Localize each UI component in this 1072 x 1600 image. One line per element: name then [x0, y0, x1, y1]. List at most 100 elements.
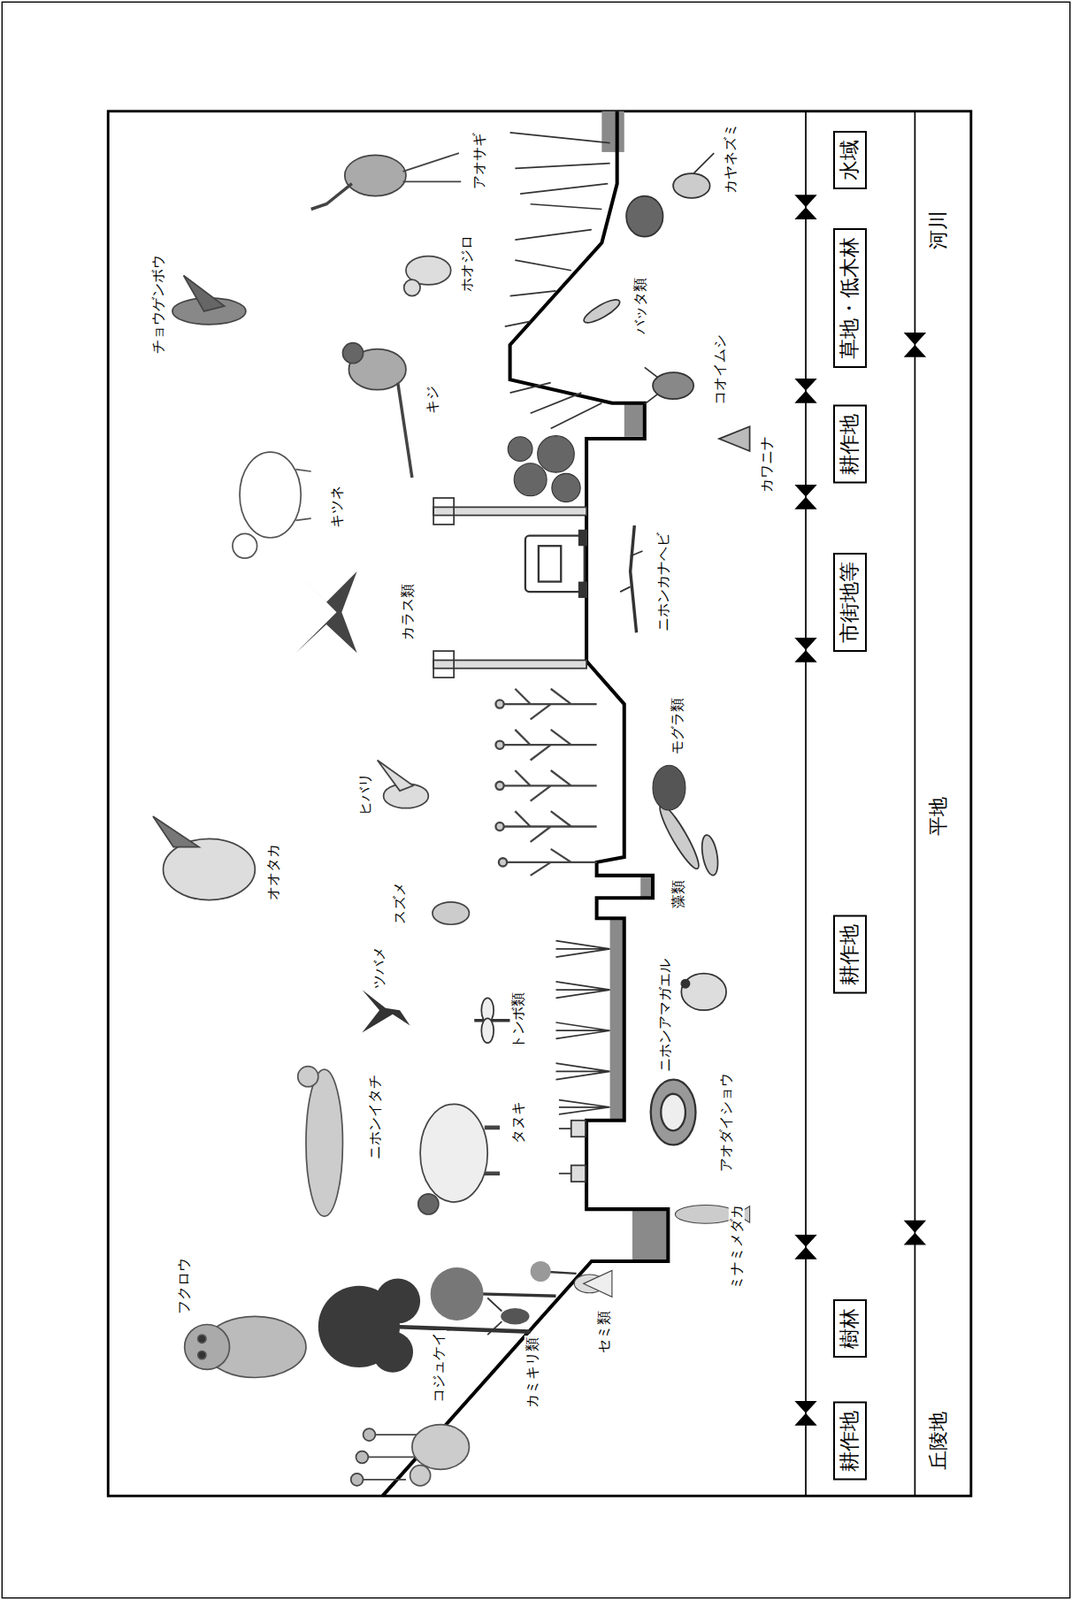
algae — [654, 801, 720, 877]
species-label: ニホンアマガエル — [657, 957, 674, 1074]
corn-field — [501, 770, 597, 802]
species-label: セミ類 — [595, 1309, 612, 1356]
shrubs — [507, 436, 533, 462]
ground-profile — [382, 111, 668, 1497]
quail — [410, 1465, 431, 1486]
range-marker — [903, 332, 927, 358]
crow — [295, 571, 357, 653]
species-label: ニホンイタチ — [367, 1072, 383, 1162]
zone-box: 耕作地 — [833, 1401, 867, 1481]
species-label: カミキリ類 — [524, 1335, 541, 1410]
utility-pole — [433, 506, 587, 515]
raccoon-dog — [420, 1103, 488, 1203]
crow — [295, 571, 357, 653]
species-label: ニホンカナヘビ — [654, 530, 671, 634]
species-label: ヒバリ — [357, 771, 374, 818]
harvest-mouse — [673, 173, 711, 199]
beetle — [500, 1308, 529, 1325]
fox — [239, 451, 301, 538]
range-line — [805, 111, 915, 1497]
water-bug — [652, 372, 694, 399]
tree-frog — [681, 973, 727, 1011]
medaka — [674, 1205, 736, 1225]
kestrel — [183, 275, 225, 311]
reeds — [505, 132, 611, 429]
algae — [699, 834, 721, 877]
dragonfly — [474, 997, 510, 1043]
quail — [410, 1424, 470, 1486]
quail — [412, 1424, 470, 1471]
owl — [198, 1350, 207, 1359]
species-label: ミナミメダカ — [727, 1202, 744, 1292]
heron — [311, 183, 353, 210]
species-label: 藻類 — [670, 878, 687, 911]
grasshopper — [581, 295, 623, 327]
raccoon-dog — [418, 1103, 500, 1215]
tree-frog — [681, 980, 690, 988]
tree-frog — [681, 973, 727, 1011]
raccoon-dog — [418, 1194, 439, 1215]
potted-plants — [558, 1172, 572, 1175]
sparrow — [432, 902, 470, 925]
species-label: アオダイショウ — [718, 1071, 735, 1174]
range-line — [914, 111, 917, 1497]
corn-field — [501, 689, 597, 720]
grasshopper — [581, 295, 623, 327]
harvest-mouse — [626, 196, 664, 238]
pheasant — [398, 382, 413, 478]
trees — [530, 1261, 552, 1282]
shrubs — [551, 473, 581, 502]
species-label: バッタ類 — [632, 275, 649, 337]
range-marker — [794, 637, 817, 663]
species-label: タヌキ — [510, 1099, 527, 1146]
mole — [652, 765, 686, 811]
corn-field — [495, 689, 597, 876]
swallow — [361, 989, 410, 1033]
shrubs — [537, 436, 575, 474]
zone-label: 水域 — [837, 139, 863, 181]
species-label: アオサギ — [471, 130, 488, 192]
corn-field — [495, 699, 504, 708]
species-label: カワニナ — [758, 434, 775, 495]
zone-label: 樹林 — [837, 1308, 863, 1349]
zone-box: 市街地等 — [833, 552, 867, 652]
potted-plants — [571, 1120, 586, 1137]
ground-profile — [382, 111, 668, 1497]
raccoon-dog — [484, 1127, 500, 1174]
species-label: ホオジロ — [459, 233, 475, 294]
zone-label: 耕作地 — [837, 1410, 863, 1472]
reeds — [505, 260, 603, 429]
species-label: コジュケイ — [430, 1330, 447, 1405]
species-label: スズメ — [391, 880, 408, 927]
car — [525, 530, 587, 598]
owl — [184, 1316, 307, 1378]
zone-box: 水域 — [833, 130, 867, 190]
species-label: キツネ — [328, 483, 345, 530]
fox — [295, 469, 311, 521]
potted-plants — [558, 1120, 586, 1182]
zone-label: 草地・低木林 — [837, 237, 863, 360]
species-label: コオイムシ — [712, 332, 728, 407]
rice-plants — [558, 1100, 611, 1115]
range-marker — [794, 1401, 817, 1426]
swallow — [361, 989, 410, 1033]
harvest-mouse — [626, 153, 714, 238]
weasel — [298, 1066, 319, 1088]
zone-box: 耕作地 — [833, 404, 867, 483]
car — [525, 536, 585, 592]
heron — [311, 153, 462, 209]
snail — [719, 426, 751, 452]
beetle — [487, 1298, 529, 1336]
utility-pole — [433, 497, 454, 525]
zone-box: 草地・低木林 — [833, 228, 867, 368]
lizard — [620, 525, 643, 633]
species-label: カラス類 — [399, 581, 416, 643]
zone-label: 市街地等 — [837, 561, 863, 644]
range-marker — [903, 1220, 927, 1246]
corn-field — [505, 849, 598, 876]
water — [640, 877, 653, 898]
mole — [652, 765, 686, 811]
car — [579, 582, 587, 598]
